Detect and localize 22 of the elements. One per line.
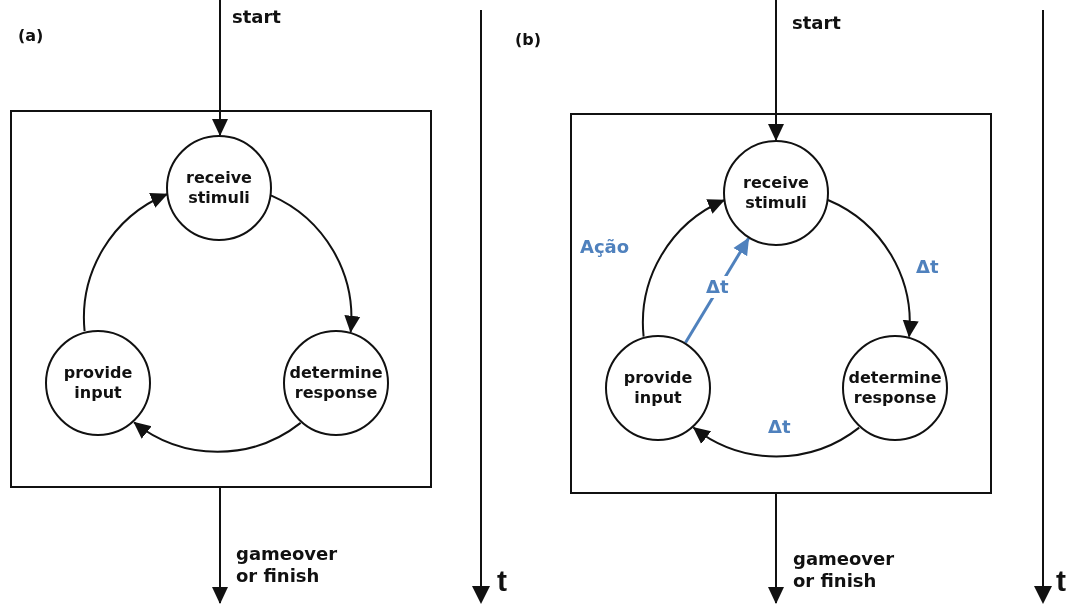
panel-label: (b) xyxy=(515,30,542,49)
loop-frame xyxy=(570,113,992,494)
node-label: determine response xyxy=(847,368,943,408)
arrow xyxy=(692,426,861,458)
arrow xyxy=(684,237,750,344)
arrow xyxy=(83,193,168,333)
loop-frame xyxy=(10,110,432,488)
node-label: receive stimuli xyxy=(185,168,253,208)
node-label: determine response xyxy=(288,363,384,403)
arrow xyxy=(768,0,784,141)
edge-label: Ação xyxy=(580,236,630,258)
arrow xyxy=(768,493,784,604)
arrow xyxy=(212,0,228,136)
arrow xyxy=(133,421,302,453)
arrow xyxy=(212,487,228,604)
node-label: provide input xyxy=(62,363,134,403)
axis-label: t xyxy=(1056,564,1066,598)
node-label: provide input xyxy=(622,368,694,408)
node-label: receive stimuli xyxy=(742,173,810,213)
axis-label: t xyxy=(497,564,507,598)
edge-label: Δt xyxy=(706,276,729,298)
panel-label: (a) xyxy=(18,26,44,45)
